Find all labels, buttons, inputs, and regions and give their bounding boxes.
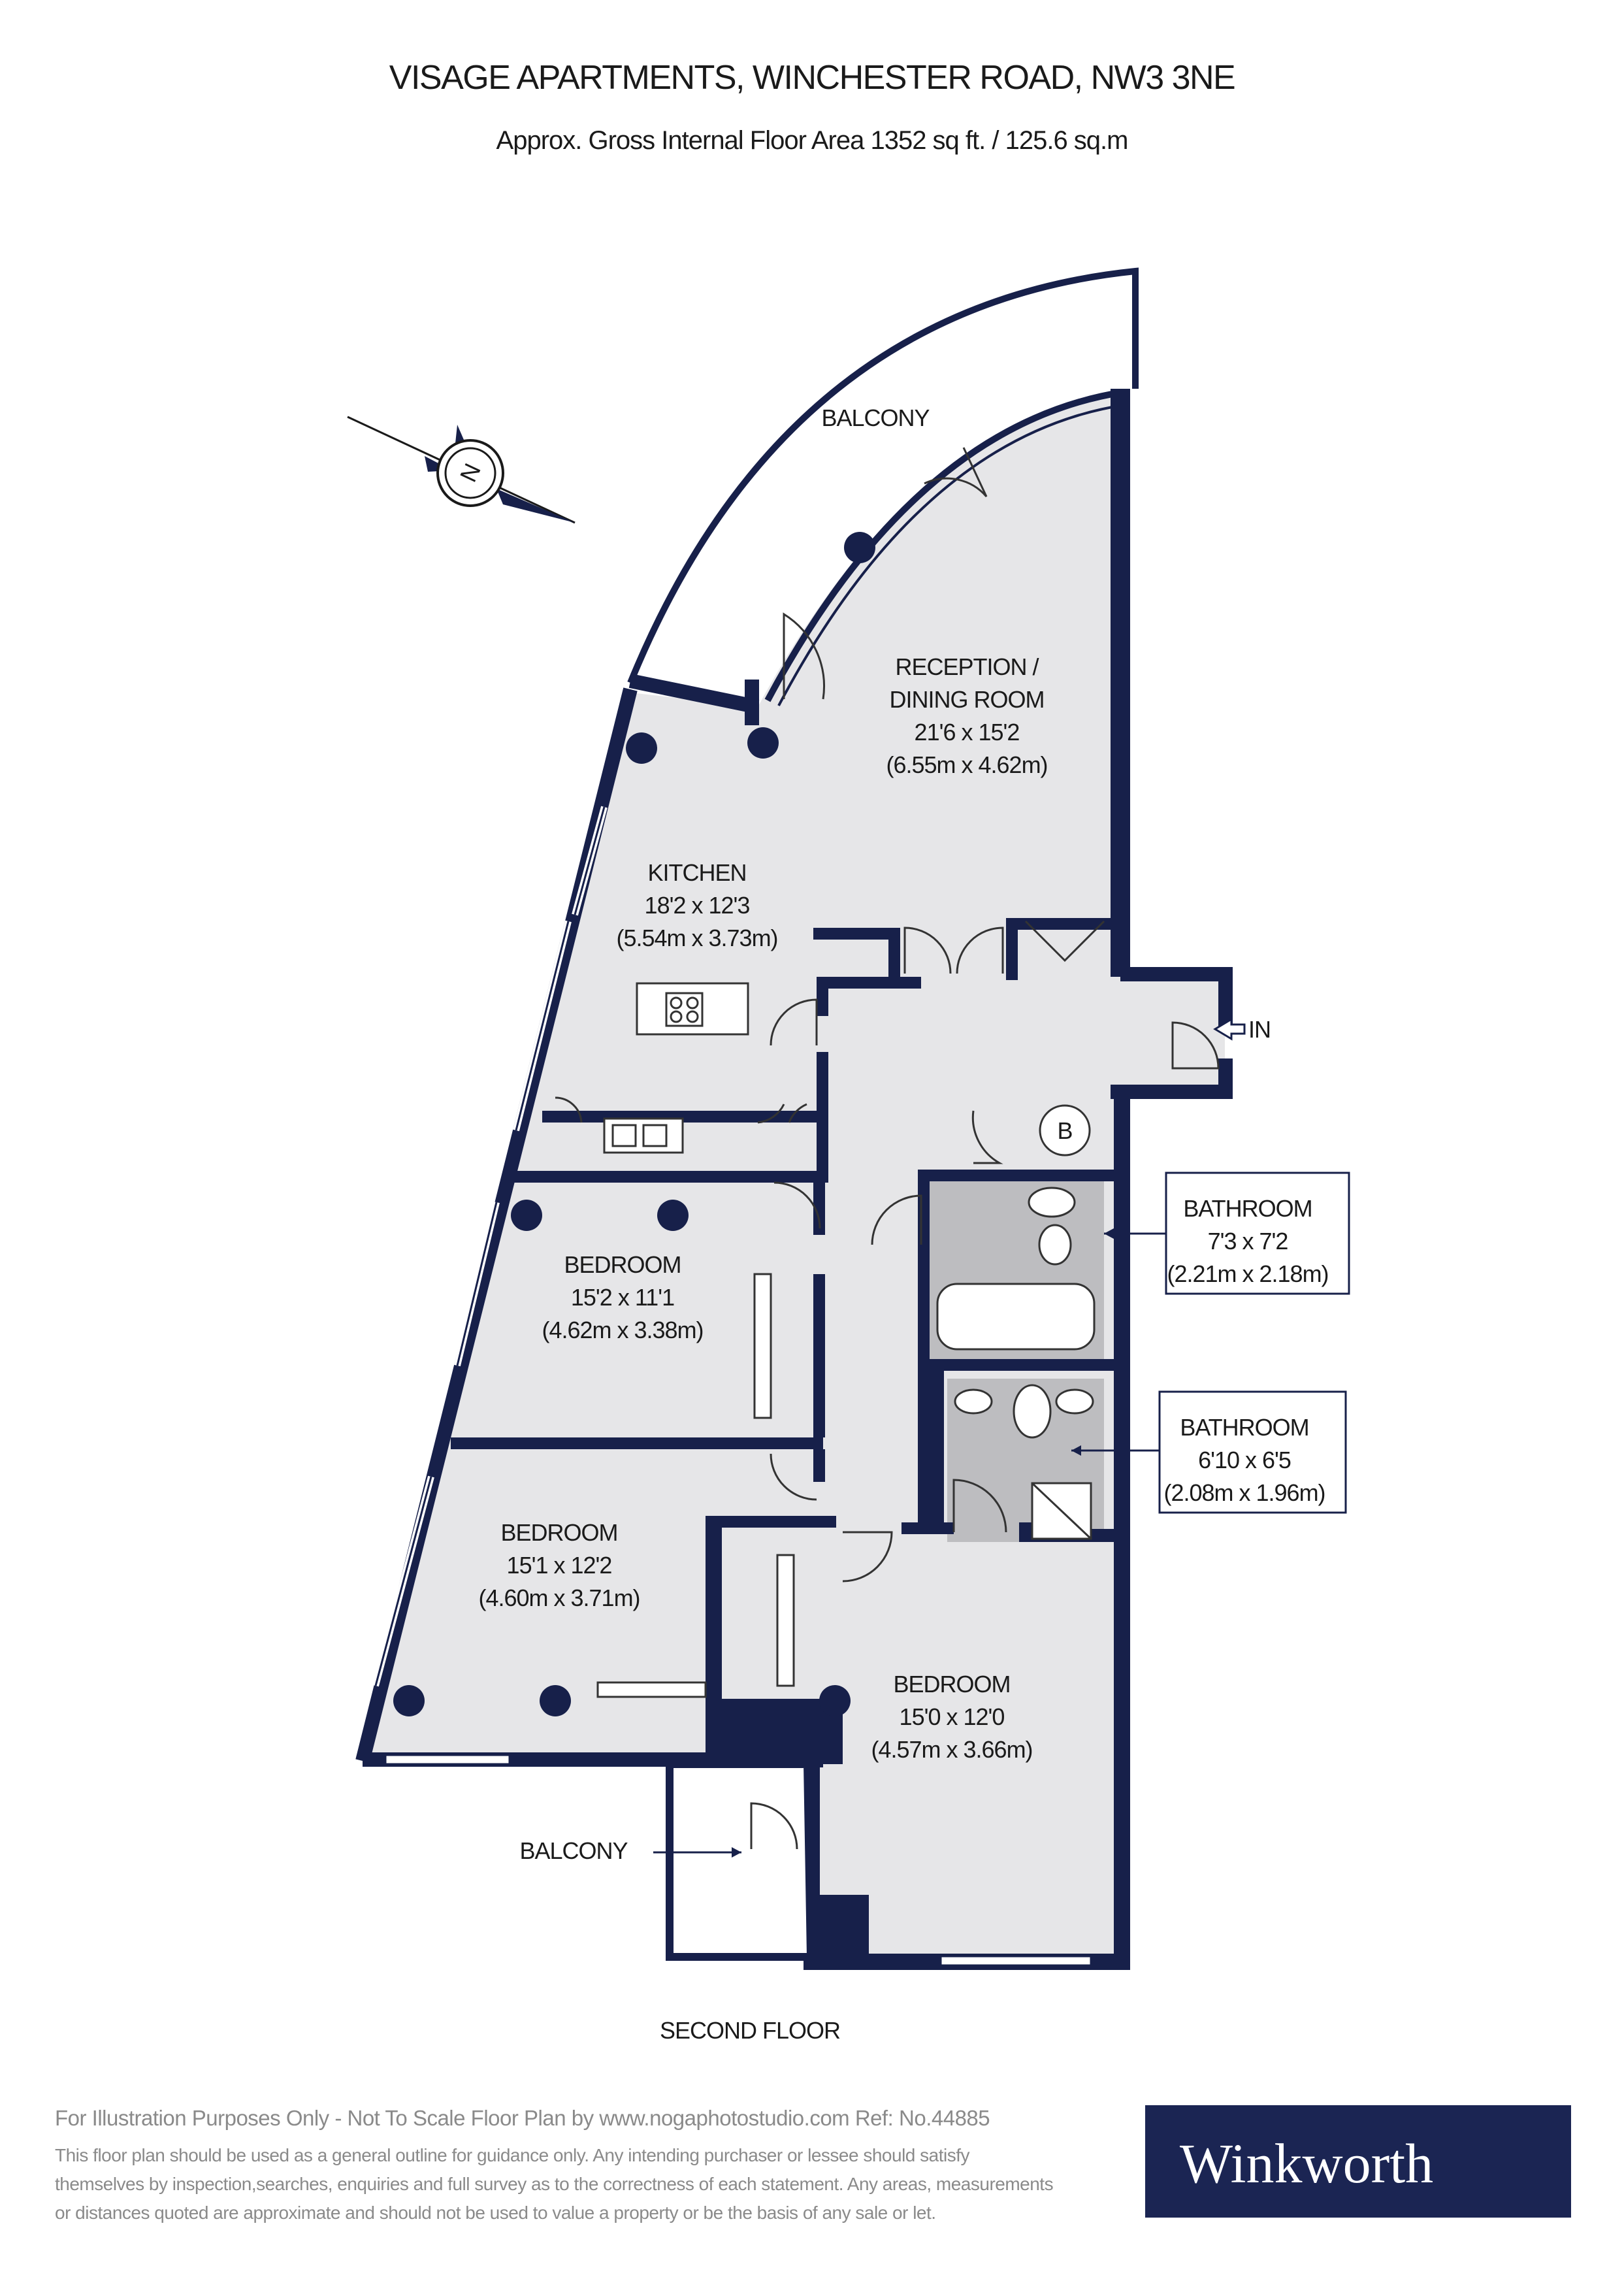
fittings: B bbox=[596, 982, 1096, 1698]
balcony-top bbox=[627, 267, 1139, 684]
svg-text:KITCHEN: KITCHEN bbox=[647, 859, 746, 886]
doors bbox=[555, 447, 1220, 1850]
svg-text:15'0 x 12'0: 15'0 x 12'0 bbox=[900, 1703, 1005, 1730]
svg-text:BEDROOM: BEDROOM bbox=[564, 1251, 681, 1278]
bathroom-2-callout: BATHROOM 6'10 x 6'5 (2.08m x 1.96m) bbox=[1071, 1390, 1347, 1514]
svg-text:15'2 x 11'1: 15'2 x 11'1 bbox=[571, 1284, 674, 1311]
logo-text: Winkworth bbox=[1180, 2132, 1433, 2195]
svg-text:RECEPTION /: RECEPTION / bbox=[895, 653, 1039, 680]
wardrobe-1 bbox=[753, 1273, 772, 1419]
footer-line-3: themselves by inspection,searches, enqui… bbox=[55, 2174, 1053, 2194]
floor-area: Approx. Gross Internal Floor Area 1352 s… bbox=[496, 126, 1128, 155]
svg-text:(6.55m x 4.62m): (6.55m x 4.62m) bbox=[886, 751, 1047, 778]
bathtub-icon bbox=[936, 1283, 1096, 1351]
svg-text:6'10 x 6'5: 6'10 x 6'5 bbox=[1198, 1447, 1291, 1473]
svg-text:BEDROOM: BEDROOM bbox=[893, 1671, 1010, 1697]
wardrobe-3 bbox=[596, 1681, 707, 1698]
reception-label: RECEPTION / DINING ROOM 21'6 x 15'2 (6.5… bbox=[886, 653, 1048, 778]
footer-line-1: For Illustration Purposes Only - Not To … bbox=[55, 2106, 990, 2130]
svg-text:DINING ROOM: DINING ROOM bbox=[890, 686, 1045, 713]
bedroom-2-label: BEDROOM 15'1 x 12'2 (4.60m x 3.71m) bbox=[478, 1519, 640, 1611]
svg-text:(2.21m x 2.18m): (2.21m x 2.18m) bbox=[1167, 1260, 1328, 1287]
basin-2b-icon bbox=[1055, 1388, 1094, 1415]
boiler-label: B bbox=[1057, 1117, 1072, 1144]
balcony-bottom bbox=[666, 1760, 807, 1961]
balcony-bottom-label: BALCONY bbox=[519, 1837, 741, 1864]
svg-text:7'3 x 7'2: 7'3 x 7'2 bbox=[1208, 1228, 1288, 1255]
floor-label: SECOND FLOOR bbox=[660, 2017, 840, 2044]
balcony-top-label: BALCONY bbox=[821, 404, 930, 431]
svg-text:(4.60m x 3.71m): (4.60m x 3.71m) bbox=[478, 1584, 640, 1611]
basin-icon bbox=[1038, 1224, 1072, 1266]
bedroom-3-label: BEDROOM 15'0 x 12'0 (4.57m x 3.66m) bbox=[871, 1671, 1033, 1763]
basin-2a-icon bbox=[954, 1388, 993, 1415]
footer-line-4: or distances quoted are approximate and … bbox=[55, 2203, 936, 2223]
compass: N bbox=[347, 416, 576, 524]
svg-text:15'1 x 12'2: 15'1 x 12'2 bbox=[507, 1552, 612, 1579]
footer-line-2: This floor plan should be used as a gene… bbox=[55, 2145, 970, 2165]
bathroom-1-callout: BATHROOM 7'3 x 7'2 (2.21m x 2.18m) bbox=[1104, 1172, 1350, 1295]
svg-text:(2.08m x 1.96m): (2.08m x 1.96m) bbox=[1163, 1479, 1325, 1506]
entrance-marker: IN bbox=[1213, 1016, 1271, 1043]
boiler-icon bbox=[1039, 1104, 1091, 1156]
svg-text:IN: IN bbox=[1248, 1016, 1271, 1043]
svg-text:18'2 x 12'3: 18'2 x 12'3 bbox=[645, 892, 750, 919]
entrance-arrow-icon bbox=[1213, 1017, 1246, 1041]
wardrobe-2 bbox=[776, 1554, 795, 1687]
winkworth-logo: Winkworth bbox=[1145, 2105, 1571, 2218]
svg-text:BEDROOM: BEDROOM bbox=[500, 1519, 617, 1546]
svg-text:21'6 x 15'2: 21'6 x 15'2 bbox=[915, 719, 1020, 746]
toilet-icon bbox=[1028, 1187, 1076, 1218]
kitchen-label: KITCHEN 18'2 x 12'3 (5.54m x 3.73m) bbox=[616, 859, 778, 951]
svg-text:(5.54m x 3.73m): (5.54m x 3.73m) bbox=[616, 925, 777, 951]
svg-text:BALCONY: BALCONY bbox=[519, 1837, 628, 1864]
svg-text:BATHROOM: BATHROOM bbox=[1183, 1195, 1312, 1222]
windows bbox=[372, 806, 1092, 1967]
svg-text:(4.62m x 3.38m): (4.62m x 3.38m) bbox=[542, 1317, 703, 1343]
bedroom-1-label: BEDROOM 15'2 x 11'1 (4.62m x 3.38m) bbox=[542, 1251, 704, 1343]
toilet-2-icon bbox=[1013, 1384, 1052, 1439]
page-title: VISAGE APARTMENTS, WINCHESTER ROAD, NW3 … bbox=[389, 59, 1235, 97]
columns bbox=[393, 532, 875, 1716]
svg-text:(4.57m x 3.66m): (4.57m x 3.66m) bbox=[871, 1736, 1032, 1763]
svg-text:BATHROOM: BATHROOM bbox=[1180, 1414, 1308, 1441]
